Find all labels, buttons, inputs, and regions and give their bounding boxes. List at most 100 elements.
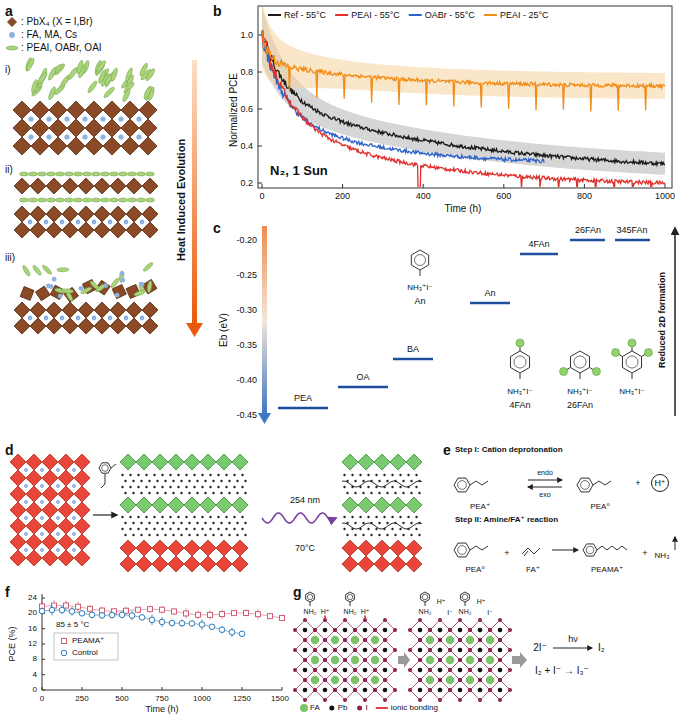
- iodide: [373, 688, 377, 692]
- legend-box: [54, 633, 118, 660]
- condition-label: N₂, 1 Sun: [268, 163, 330, 178]
- a-site-cation: [24, 532, 28, 536]
- organic-chain: [244, 492, 246, 494]
- data-marker: [209, 624, 215, 630]
- iodide: [373, 648, 377, 652]
- chemical-formula: NH₃⁺I⁻: [507, 388, 532, 396]
- iodide: [363, 678, 367, 682]
- organic-chain: [217, 474, 219, 476]
- octahedron: [85, 137, 103, 155]
- bond-line: [619, 355, 622, 357]
- octahedron: [232, 454, 248, 470]
- tick: [665, 184, 666, 188]
- pbi6-octahedron: [315, 660, 335, 680]
- organic-chain: [386, 480, 388, 482]
- organic-chain: [378, 492, 380, 494]
- iodide: [438, 638, 442, 642]
- level-label: An: [484, 289, 495, 298]
- bond-line: [520, 347, 521, 351]
- lead: [363, 688, 368, 693]
- iodide: [448, 668, 452, 672]
- reaction-scheme: [454, 478, 675, 557]
- organic-chain: [172, 534, 174, 536]
- octahedron: [139, 101, 157, 119]
- organic-chain: [402, 480, 404, 482]
- octahedron: [406, 454, 422, 470]
- proton-circle: H⁺: [651, 474, 669, 492]
- organic-chain: [399, 486, 401, 488]
- organic-chain: [225, 486, 227, 488]
- energy-bar: [262, 226, 267, 414]
- octahedron: [374, 497, 390, 513]
- pbi6-octahedron: [355, 640, 375, 660]
- octahedron: [406, 540, 422, 556]
- organic-chain: [148, 480, 150, 482]
- iodide: [428, 688, 432, 692]
- tick: [258, 146, 262, 147]
- iodide: [438, 658, 442, 662]
- chemical-formula: I⁻: [487, 609, 493, 616]
- octahedron: [42, 550, 58, 566]
- fa-cation: [446, 636, 454, 644]
- octahedron: [168, 540, 184, 556]
- benzene-ring: [306, 592, 315, 602]
- iodide: [468, 648, 472, 652]
- iodide: [438, 698, 442, 702]
- organic-chain: [351, 474, 353, 476]
- bond-line: [590, 368, 593, 370]
- bond-line: [101, 474, 105, 488]
- legend-text: ionic bonding: [391, 704, 438, 712]
- data-marker: [88, 606, 93, 611]
- chemical-formula: NH₃⁺I⁻: [567, 388, 592, 396]
- aromatic-ring: [586, 546, 594, 554]
- organic-chain: [121, 474, 123, 476]
- aromatic-ring: [347, 594, 353, 600]
- lead: [383, 628, 388, 633]
- iodide: [323, 638, 327, 642]
- iodide: [393, 628, 397, 632]
- iodide: [428, 648, 432, 652]
- iodide: [498, 618, 502, 622]
- lead: [418, 628, 423, 633]
- a-site-cation: [28, 316, 33, 321]
- arrow: [674, 228, 676, 416]
- octahedron: [58, 518, 74, 534]
- iodide: [428, 648, 432, 652]
- organic-chain: [225, 474, 227, 476]
- benzene-ring: [421, 592, 430, 602]
- lead: [498, 688, 503, 693]
- octahedron: [74, 470, 90, 486]
- a-site-cation: [140, 220, 145, 225]
- organic-spacer: [101, 172, 110, 176]
- stage-label: iii): [5, 253, 15, 263]
- aromatic-ring: [422, 594, 428, 600]
- organic-chain: [236, 534, 238, 536]
- fa-cation: [311, 656, 319, 664]
- data-marker: [99, 613, 105, 619]
- octahedron: [58, 486, 74, 502]
- aromatic-ring: [458, 546, 467, 555]
- organic-chain: [129, 486, 131, 488]
- tick: [202, 687, 203, 690]
- organic-chain: [145, 474, 147, 476]
- organic-chain: [121, 486, 123, 488]
- fa-cation: [351, 636, 359, 644]
- organic-chain: [233, 474, 235, 476]
- octahedron: [30, 222, 46, 238]
- axis-title: Time (h): [145, 705, 178, 714]
- bond-line: [520, 373, 521, 379]
- iodide: [333, 628, 337, 632]
- organic-spacer: [110, 277, 121, 289]
- tick-label: 250: [75, 695, 88, 703]
- octahedron: [390, 540, 406, 556]
- pbi6-octahedron: [315, 640, 335, 660]
- iodide: [343, 638, 347, 642]
- iodide: [353, 668, 357, 672]
- energy-level: [570, 239, 605, 242]
- iodide: [343, 658, 347, 662]
- organic-chain: [196, 522, 198, 524]
- legend-text: PEAI - 55°C: [351, 11, 400, 20]
- organic-chain: [156, 534, 158, 536]
- pbi6-octahedron: [430, 660, 450, 680]
- pbi6-octahedron: [490, 640, 510, 660]
